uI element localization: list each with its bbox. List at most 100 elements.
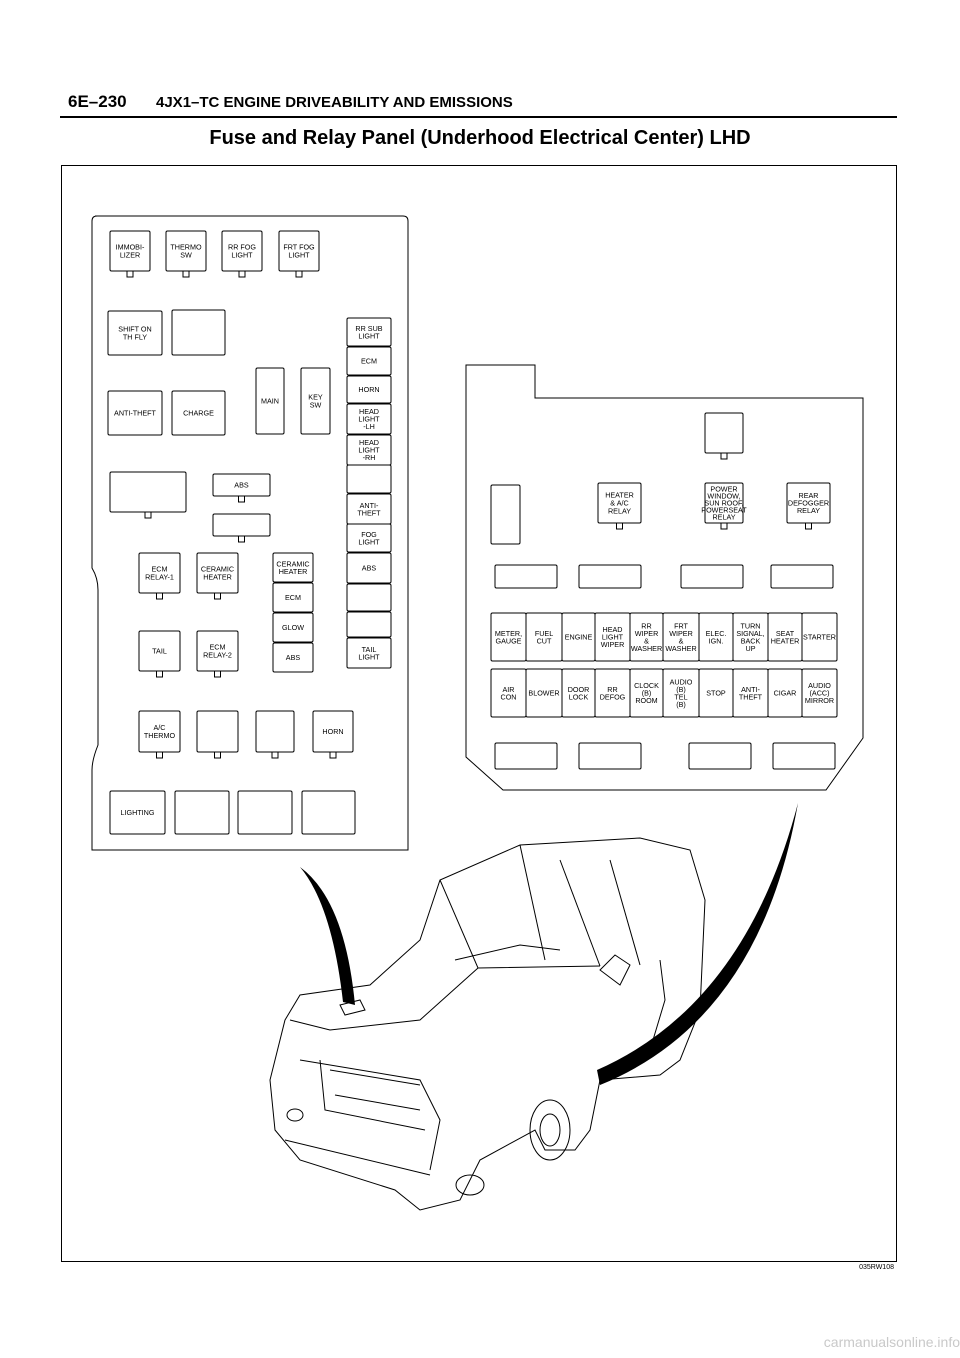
relay-tail-tab: [156, 671, 163, 678]
relay-horn: [312, 710, 354, 753]
relay-abs: [212, 473, 271, 497]
fuse-row2-9: [801, 668, 838, 718]
relay-power-window-tab: [720, 523, 728, 530]
fuse-row1-7-label-line-3: UP: [746, 644, 756, 653]
fuse-inner-0-label-line-0: CERAMIC: [276, 559, 309, 568]
relay-ecm-2: [196, 630, 239, 672]
fuse-row2-4-label-line-1: (B): [642, 689, 652, 698]
relay-top-1-tab: [182, 271, 190, 278]
relay-ceramic-heater-label-line-0: CERAMIC: [201, 565, 234, 574]
right-connector-bottom-2: [688, 742, 752, 770]
relay-blank-3-tab: [238, 536, 245, 543]
fuse-row2-5-label-line-2: TEL: [674, 692, 687, 701]
relay-top-3-tab: [295, 271, 303, 278]
relay-heater-ac-tab: [616, 523, 623, 530]
fuse-row1-5-label-line-2: &: [679, 636, 684, 645]
fuse-column-0: [346, 317, 392, 347]
right-panel-outline: [465, 364, 864, 791]
relay-horn-label-line-0: HORN: [322, 727, 343, 736]
relay-blank-3: [212, 513, 271, 537]
relay-top-3-label-line-1: LIGHT: [288, 251, 310, 260]
relay-shift-on-label-line-1: TH FLY: [123, 333, 147, 342]
component-boxes: [107, 230, 838, 835]
relay-power-window: [704, 482, 744, 524]
relay-top-0-label-line-1: LIZER: [120, 251, 140, 260]
fuse-row2-9-label-line-1: (ACC): [810, 689, 830, 698]
fuse-row2-2-label-line-1: LOCK: [569, 692, 589, 701]
relay-ecm-2-tab: [214, 671, 221, 678]
relay-heater-ac-label-line-1: & A/C: [610, 499, 628, 508]
fuse-column-blank-c: [346, 611, 392, 638]
fuse-column-4-label-line-2: -RH: [363, 453, 376, 462]
right-relay-blank: [704, 412, 744, 454]
relay-blank-5: [255, 710, 295, 753]
relay-top-0-tab: [126, 271, 134, 278]
right-connector-side: [490, 484, 521, 545]
relay-ecm-2-label-line-1: RELAY-2: [203, 651, 232, 660]
right-relay-blank-tab: [720, 453, 728, 460]
chapter-title: 4JX1–TC ENGINE DRIVEABILITY AND EMISSION…: [156, 94, 513, 111]
fuse-row2-9-label-line-0: AUDIO: [808, 681, 831, 690]
fuse-inner-1-label-line-0: ECM: [285, 593, 301, 602]
fuse-inner-3: [272, 642, 314, 673]
fuse-row2-6-label-line-0: STOP: [706, 689, 726, 698]
relay-charge-label-line-0: CHARGE: [183, 409, 214, 418]
relay-ecm-2-label-line-0: ECM: [210, 643, 226, 652]
right-pointer: [597, 803, 798, 1085]
fuse-column-8-label-line-1: LIGHT: [358, 652, 380, 661]
relay-ceramic-heater-tab: [214, 593, 221, 600]
fuse-column-2-label-line-0: HORN: [358, 385, 379, 394]
right-connector-bottom-1: [578, 742, 642, 770]
relay-heater-ac: [597, 482, 642, 524]
relay-power-window-label-line-3: POWERSEAT: [701, 506, 747, 515]
relay-anti-theft: [107, 390, 163, 436]
fuse-column-4-label-line-0: HEAD: [359, 438, 379, 447]
relay-top-2-label-line-0: RR FOG: [228, 243, 256, 252]
relay-top-1-label-line-1: SW: [180, 251, 192, 260]
fuse-row1-8-label-line-1: HEATER: [771, 636, 800, 645]
fuse-column-6: [346, 523, 392, 553]
fuse-row1-6-label-line-0: ELEC.: [706, 629, 727, 638]
relay-blank-4-tab: [214, 752, 221, 759]
relay-rear-defogger-label-line-0: REAR: [799, 491, 819, 500]
fuse-inner-1: [272, 582, 314, 613]
fuse-row1-3-label-line-2: WIPER: [601, 640, 625, 649]
relay-horn-tab: [329, 752, 337, 759]
fuse-inner-2: [272, 612, 314, 643]
relay-ceramic-heater: [196, 552, 239, 594]
fuse-column-3: [346, 403, 392, 435]
fuse-column-1-label-line-0: ECM: [361, 357, 377, 366]
relay-power-window-label-line-4: RELAY: [712, 513, 735, 522]
relay-ac-thermo: [138, 710, 181, 753]
right-connector-top-3: [770, 564, 834, 589]
relay-ecm-1-tab: [156, 593, 163, 600]
fuse-row1-5-label-line-0: FRT: [674, 621, 688, 630]
relay-power-window-label-line-2: SUN ROOF,: [704, 499, 743, 508]
fuse-row1-6-label-line-1: IGN.: [709, 636, 724, 645]
fuse-column-3-label-line-2: -LH: [363, 422, 375, 431]
relay-rear-defogger: [786, 482, 831, 524]
relay-blank-8: [301, 790, 356, 835]
relay-tail: [138, 630, 181, 672]
fuse-row1-2-label-line-0: ENGINE: [565, 633, 593, 642]
fuse-column-5-label-line-1: THEFT: [357, 508, 381, 517]
relay-top-2: [221, 230, 263, 272]
fuse-column-6-label-line-0: FOG: [361, 530, 377, 539]
figure-code: 035RW108: [859, 1264, 894, 1271]
fuse-row1-9: [801, 612, 838, 662]
relay-rear-defogger-label-line-1: DEFOGGER: [788, 499, 829, 508]
relay-ac-thermo-tab: [156, 752, 163, 759]
fuse-key-sw-label-line-1: SW: [310, 401, 322, 410]
fuse-row2-7-label-line-0: ANTI-: [741, 685, 760, 694]
fuse-row1-9-label-line-0: STARTER: [803, 633, 836, 642]
fuse-row1-8-label-line-0: SEAT: [776, 629, 795, 638]
page-title: Fuse and Relay Panel (Underhood Electric…: [209, 127, 751, 149]
relay-lighting-label-line-0: LIGHTING: [121, 808, 155, 817]
relay-rear-defogger-tab: [805, 523, 812, 530]
fuse-column-3-label-line-1: LIGHT: [358, 415, 380, 424]
fuse-row1-1-label-line-0: FUEL: [535, 629, 553, 638]
fuse-main: [255, 367, 285, 435]
relay-blank-6: [174, 790, 230, 835]
relay-lighting: [109, 790, 166, 835]
relay-heater-ac-label-line-2: RELAY: [608, 507, 631, 516]
